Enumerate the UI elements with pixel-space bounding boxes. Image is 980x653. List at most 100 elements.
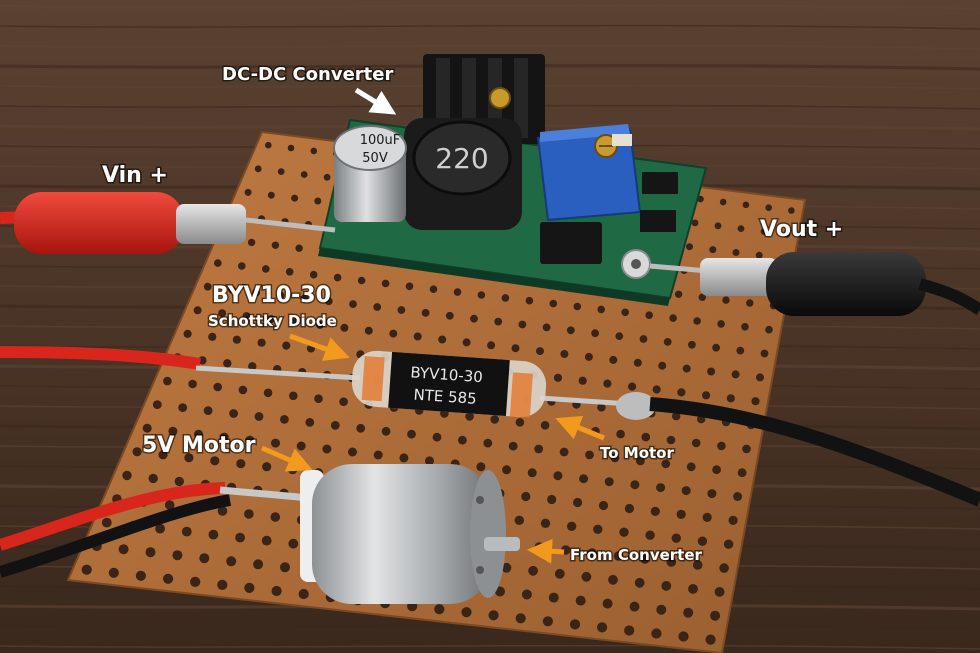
perfboard-hole <box>465 412 474 421</box>
perfboard-hole <box>381 426 391 436</box>
perfboard-hole <box>691 219 699 227</box>
perfboard-hole <box>356 423 366 433</box>
perfboard-hole <box>208 529 219 540</box>
perfboard-hole <box>247 238 256 247</box>
perfboard-hole <box>364 326 373 335</box>
perfboard-hole <box>584 352 593 361</box>
perfboard-hole <box>676 509 686 519</box>
smd-part <box>612 134 632 146</box>
perfboard-hole <box>208 332 217 341</box>
perfboard-hole <box>458 435 467 445</box>
perfboard-hole <box>682 364 691 373</box>
perfboard-hole <box>490 415 500 424</box>
perfboard-hole <box>736 346 745 355</box>
inductor: 220 <box>404 118 522 230</box>
perfboard-hole <box>118 544 129 555</box>
dc-motor <box>300 464 520 604</box>
perfboard-hole <box>602 598 613 609</box>
perfboard-hole <box>315 320 324 329</box>
perfboard-hole <box>719 198 727 206</box>
perfboard-hole <box>712 343 720 352</box>
perfboard-hole <box>263 388 273 398</box>
ic-chip-small <box>640 210 676 232</box>
perfboard-hole <box>591 329 599 338</box>
perfboard-hole <box>677 388 686 397</box>
perfboard-hole <box>528 565 538 576</box>
perfboard-hole <box>339 397 348 407</box>
perfboard-hole <box>298 588 309 600</box>
perfboard-hole <box>407 429 416 439</box>
perfboard-hole <box>181 526 192 537</box>
perfboard-hole <box>218 309 227 318</box>
label-to-motor: To Motor <box>600 444 674 462</box>
perfboard-hole <box>309 270 318 279</box>
perfboard-hole <box>389 329 398 338</box>
perfboard-hole <box>323 173 331 181</box>
perfboard-hole <box>271 585 282 597</box>
perfboard-hole <box>636 456 645 466</box>
perfboard-hole <box>610 453 620 463</box>
perfboard-hole <box>373 303 382 311</box>
perfboard-hole <box>163 573 174 584</box>
perfboard-hole <box>397 306 406 314</box>
perfboard-hole <box>616 429 625 439</box>
perfboard-hole <box>732 249 740 256</box>
perfboard-hole <box>709 246 717 254</box>
perfboard-hole <box>756 373 764 382</box>
perfboard-hole <box>678 631 689 642</box>
perfboard-hole <box>288 538 299 549</box>
perfboard-hole <box>707 489 717 499</box>
perfboard-hole <box>717 320 725 328</box>
capacitor-value: 100uF <box>360 133 401 148</box>
perfboard-hole <box>597 305 605 314</box>
perfboard-hole <box>257 338 266 347</box>
perfboard-hole <box>692 560 703 570</box>
perfboard-hole <box>494 317 503 326</box>
perfboard-hole <box>693 317 701 325</box>
perfboard-hole <box>217 506 228 516</box>
perfboard-hole <box>300 294 309 303</box>
perfboard-hole <box>566 326 575 335</box>
perfboard-hole <box>645 530 655 540</box>
perfboard-hole <box>413 332 422 341</box>
perfboard-hole <box>267 315 275 323</box>
perfboard-hole <box>598 500 609 511</box>
perfboard-hole <box>190 576 201 588</box>
ic-chip <box>540 222 602 264</box>
perfboard-hole <box>296 441 306 451</box>
perfboard-hole <box>314 197 322 205</box>
perfboard-hole <box>324 297 333 306</box>
perfboard-hole <box>587 548 597 558</box>
perfboard-hole <box>213 382 222 392</box>
perfboard-hole <box>322 444 332 454</box>
perfboard-hole <box>672 412 681 421</box>
perfboard-hole <box>755 251 763 259</box>
perfboard-hole <box>305 418 315 427</box>
perfboard-hole <box>593 524 603 534</box>
perfboard-hole <box>445 311 454 320</box>
perfboard-hole <box>521 491 531 502</box>
perfboard-hole <box>527 468 537 478</box>
diode-arrow <box>289 333 350 361</box>
perfboard-hole <box>108 567 119 578</box>
perfboard-hole <box>421 309 430 317</box>
perfboard-hole <box>244 582 255 594</box>
wood-grain-line <box>0 24 980 30</box>
perfboard-hole <box>101 517 112 528</box>
perfboard-hole <box>741 323 749 331</box>
perfboard-hole <box>349 300 357 308</box>
perfboard-hole <box>578 376 587 385</box>
perfboard-hole <box>501 562 512 573</box>
wood-grain-line <box>0 624 980 630</box>
perfboard-hole <box>661 581 672 591</box>
perfboard-hole <box>650 506 660 516</box>
perfboard-hole <box>262 265 270 273</box>
perfboard-hole <box>723 539 734 549</box>
perfboard-hole <box>262 462 272 472</box>
perfboard-hole <box>267 191 275 199</box>
perfboard-hole <box>542 323 551 332</box>
perfboard-hole <box>760 228 768 235</box>
perfboard-hole <box>585 450 594 460</box>
perfboard-hole <box>742 444 751 454</box>
perfboard-hole <box>542 616 554 627</box>
